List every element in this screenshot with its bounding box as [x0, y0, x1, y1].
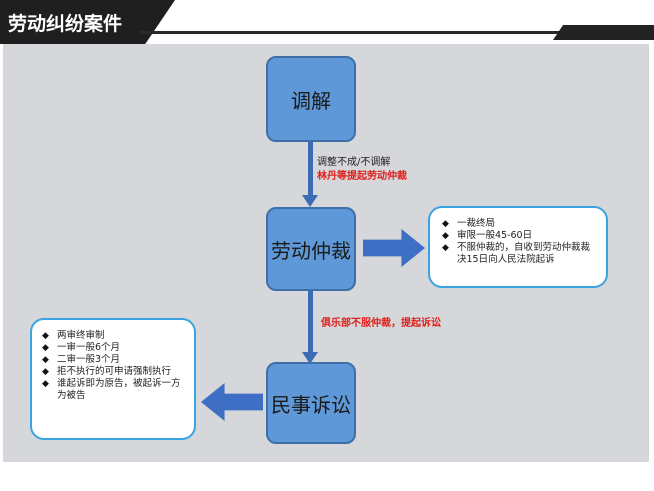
arrow-to-arbitration-notes [363, 229, 425, 267]
arbitration-note-item: ◆审限一般45-60日 [442, 230, 533, 241]
diagram-canvas: 调解 调整不成/不调解 林丹等提起劳动仲裁 劳动仲裁 ◆一裁终局 ◆审限一般45… [3, 44, 649, 462]
node-mediation-label: 调解 [291, 88, 331, 113]
page-title: 劳动纠纷案件 [8, 13, 123, 35]
node-litigation: 民事诉讼 [266, 362, 356, 444]
node-arbitration: 劳动仲裁 [266, 207, 356, 291]
node-arbitration-label: 劳动仲裁 [271, 238, 351, 263]
edge-label-club-sues: 俱乐部不服仲裁，提起诉讼 [321, 318, 441, 329]
litigation-note-item: ◆二审一般3个月 [42, 354, 121, 365]
node-mediation: 调解 [266, 56, 356, 142]
diamond-bullet-icon: ◆ [442, 231, 449, 241]
diamond-bullet-icon: ◆ [42, 379, 49, 389]
diamond-bullet-icon: ◆ [42, 343, 49, 353]
litigation-note-item: ◆谁起诉即为原告，被起诉一方为被告 [42, 378, 181, 401]
litigation-note-item: ◆一审一般6个月 [42, 342, 121, 353]
title-underline [140, 31, 654, 34]
diamond-bullet-icon: ◆ [42, 355, 49, 365]
corner-decoration [553, 25, 654, 40]
edge-label-no-mediation: 调整不成/不调解 [317, 157, 391, 168]
arrow-arbitration-to-litigation-head [302, 352, 318, 364]
arbitration-note-item: ◆不服仲裁的，自收到劳动仲裁裁决15日向人民法院起诉 [442, 242, 591, 265]
litigation-note-item: ◆两审终审制 [42, 330, 105, 341]
diamond-bullet-icon: ◆ [42, 331, 49, 341]
arrow-mediation-to-arbitration [308, 142, 313, 196]
arrow-mediation-to-arbitration-head [302, 195, 318, 207]
diamond-bullet-icon: ◆ [442, 243, 449, 253]
title-banner: 劳动纠纷案件 [0, 0, 175, 44]
diamond-bullet-icon: ◆ [42, 367, 49, 377]
arrow-to-litigation-notes [201, 383, 263, 421]
litigation-note-item: ◆拒不执行的可申请强制执行 [42, 366, 172, 377]
litigation-notes-box: ◆两审终审制 ◆一审一般6个月 ◆二审一般3个月 ◆拒不执行的可申请强制执行 ◆… [30, 318, 196, 440]
arrow-arbitration-to-litigation [308, 291, 313, 353]
node-litigation-label: 民事诉讼 [271, 392, 351, 417]
diamond-bullet-icon: ◆ [442, 219, 449, 229]
arbitration-notes-box: ◆一裁终局 ◆审限一般45-60日 ◆不服仲裁的，自收到劳动仲裁裁决15日向人民… [428, 206, 608, 288]
edge-label-file-arbitration: 林丹等提起劳动仲裁 [317, 171, 407, 182]
arbitration-note-item: ◆一裁终局 [442, 218, 496, 229]
